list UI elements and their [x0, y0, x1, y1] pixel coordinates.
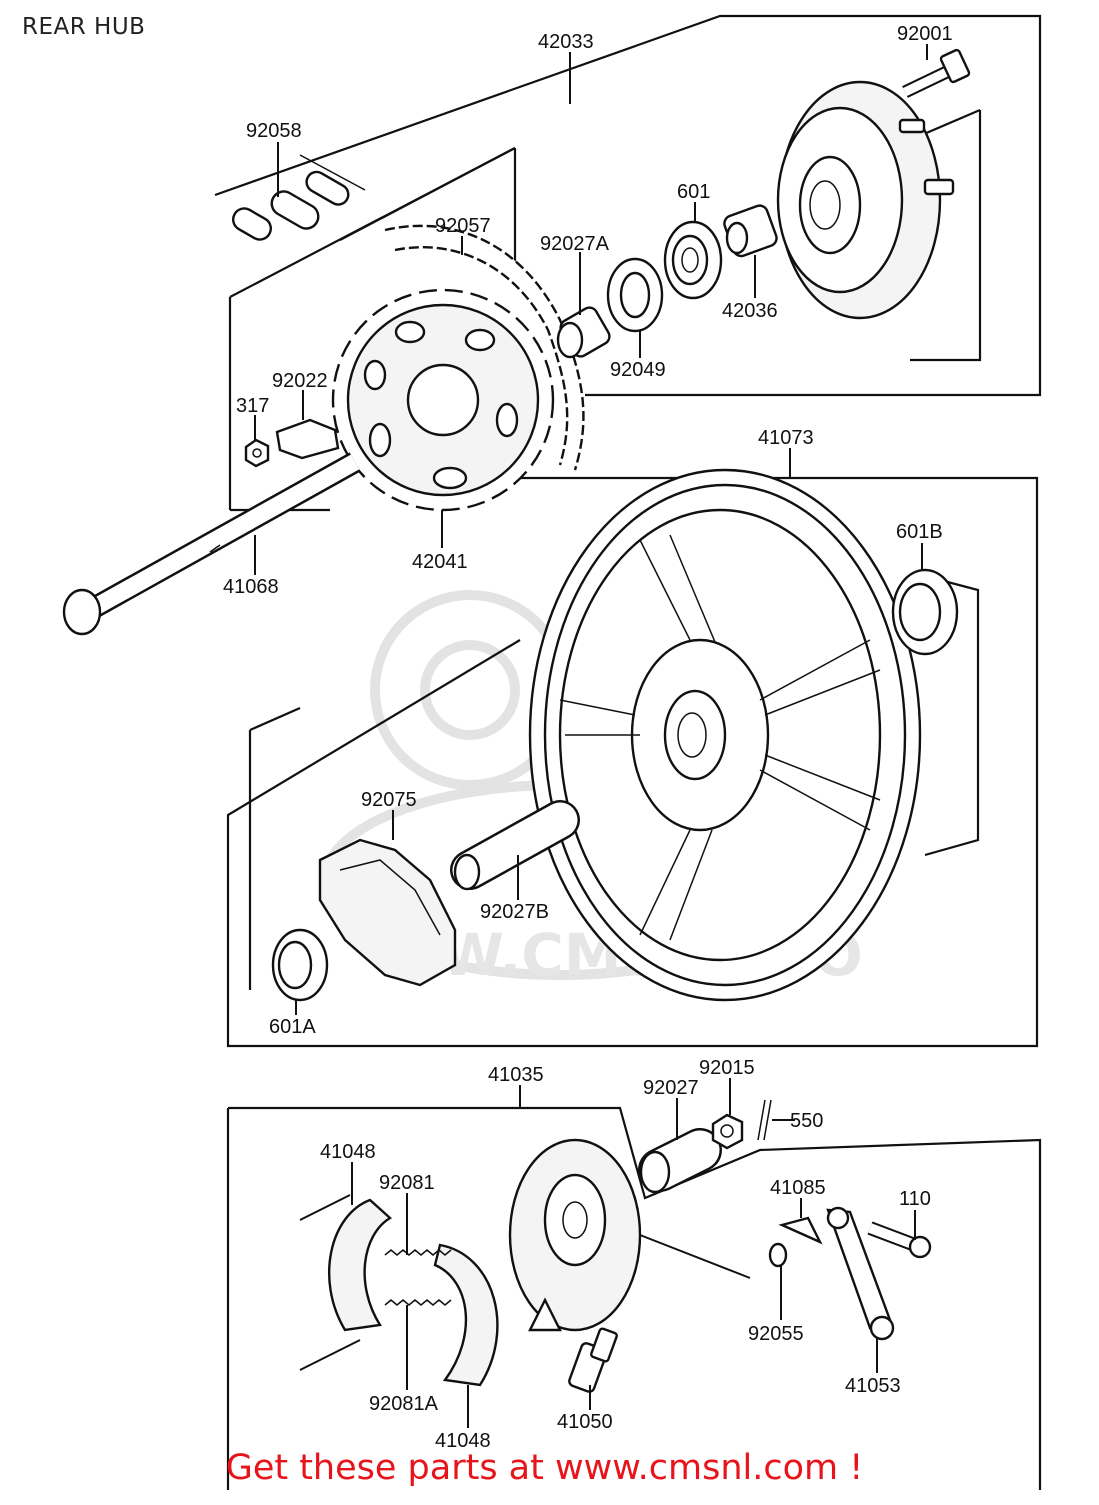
- chain-joint-part: [232, 154, 366, 241]
- o-ring-92055-part: [768, 1242, 788, 1268]
- cam-lever-part: [826, 1206, 895, 1341]
- nut-92015-part: [711, 1113, 744, 1150]
- page-title: REAR HUB: [22, 14, 146, 40]
- oil-seal-part: [606, 257, 664, 333]
- label-41048-upper: 41048: [320, 1141, 376, 1163]
- spring-92081a-part: [384, 1299, 452, 1306]
- leader-lines: [254, 44, 928, 1428]
- label-92027a: 92027A: [540, 233, 610, 255]
- label-92081: 92081: [379, 1172, 435, 1194]
- axle-part: [62, 452, 361, 636]
- brake-panel-part: [508, 1138, 642, 1332]
- label-550: 550: [790, 1110, 823, 1132]
- label-92058: 92058: [246, 120, 302, 142]
- rear-wheel-part: [528, 468, 922, 1002]
- label-42041: 42041: [412, 551, 468, 573]
- label-92081a: 92081A: [369, 1393, 439, 1415]
- label-92027b: 92027B: [480, 901, 549, 923]
- label-92001: 92001: [897, 23, 953, 45]
- label-41050: 41050: [557, 1411, 613, 1433]
- label-92075: 92075: [361, 789, 417, 811]
- lock-plate-part: [275, 418, 340, 460]
- label-110: 110: [899, 1188, 931, 1210]
- label-601a: 601A: [269, 1016, 316, 1038]
- label-601b: 601B: [896, 521, 943, 543]
- group-frame-wheel: [226, 476, 1039, 1048]
- label-92022: 92022: [272, 370, 328, 392]
- spacer-42036-part: [723, 204, 778, 258]
- bearing-601-part: [663, 220, 723, 300]
- label-92027: 92027: [643, 1077, 699, 1099]
- indicator-41085-part: [778, 1216, 823, 1245]
- sprocket-hub-part: [776, 80, 955, 320]
- label-92057: 92057: [435, 215, 491, 237]
- label-92055: 92055: [748, 1323, 804, 1345]
- rear-sprocket-part: [331, 288, 555, 512]
- label-41073: 41073: [758, 427, 814, 449]
- cotter-pin-part: [757, 1099, 772, 1141]
- label-92049: 92049: [610, 359, 666, 381]
- footer-link[interactable]: Get these parts at www.cmsnl.com !: [225, 1448, 864, 1488]
- group-frame-brake: [226, 1106, 1042, 1490]
- brake-shoe-lower-part: [433, 1243, 499, 1387]
- label-41048-lower: 41048: [435, 1430, 491, 1452]
- cam-shaft-41050-part: [568, 1327, 618, 1393]
- label-41053: 41053: [845, 1375, 901, 1397]
- label-41085: 41085: [770, 1177, 826, 1199]
- label-42036: 42036: [722, 300, 778, 322]
- spring-92081-part: [384, 1249, 452, 1256]
- label-601: 601: [677, 181, 710, 203]
- bearing-601b-part: [891, 568, 959, 656]
- bearing-601a-part: [271, 928, 329, 1002]
- label-41035: 41035: [488, 1064, 544, 1086]
- brake-shoe-upper-part: [328, 1198, 393, 1332]
- part-labels: 42033 92001 92058 92057 92027A 601 42036…: [223, 23, 953, 1452]
- damper-92075-part: [318, 838, 457, 987]
- label-92015: 92015: [699, 1057, 755, 1079]
- collar-92027-part: [638, 1128, 722, 1194]
- label-42033: 42033: [538, 31, 594, 53]
- bolt-92001-part: [902, 48, 971, 98]
- label-317: 317: [236, 395, 269, 417]
- label-41068: 41068: [223, 576, 279, 598]
- collar-92027b-part: [450, 800, 580, 891]
- bolt-110-part: [867, 1221, 932, 1259]
- collar-92027a-part: [556, 306, 611, 359]
- nut-317-part: [244, 438, 270, 468]
